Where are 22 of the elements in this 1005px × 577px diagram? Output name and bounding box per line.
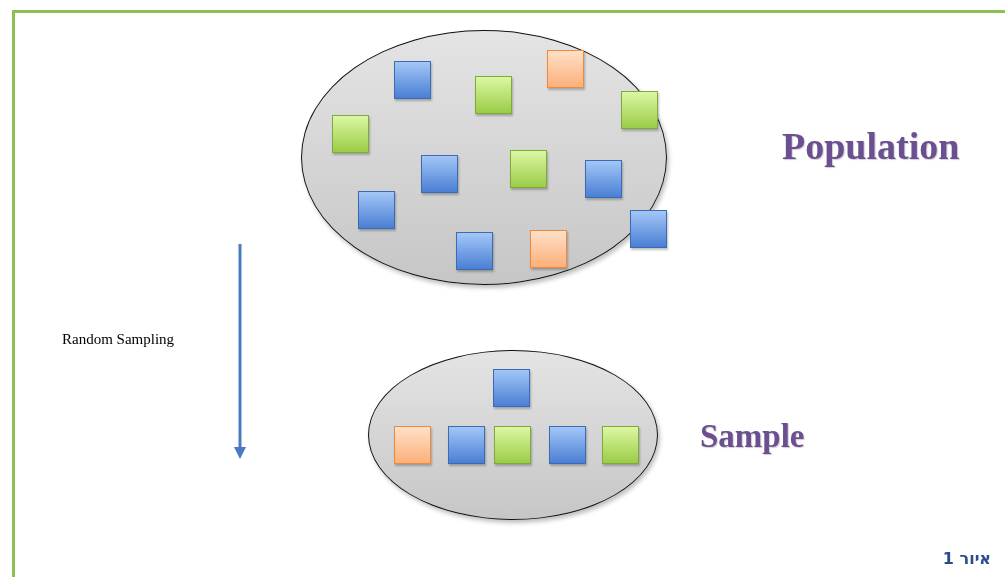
square-item <box>494 426 531 464</box>
square-item <box>493 369 530 407</box>
square-item <box>547 50 584 88</box>
square-item <box>621 91 658 129</box>
square-item <box>585 160 622 198</box>
square-item <box>530 230 567 268</box>
figure-number: איור 1 <box>942 549 991 568</box>
square-item <box>394 426 431 464</box>
square-item <box>549 426 586 464</box>
square-item <box>332 115 369 153</box>
set-name-label: Population <box>782 124 960 168</box>
square-item <box>448 426 485 464</box>
square-item <box>421 155 458 193</box>
square-item <box>630 210 667 248</box>
square-item <box>394 61 431 99</box>
square-item <box>475 76 512 114</box>
square-item <box>358 191 395 229</box>
set-name-label: Sample <box>700 418 805 455</box>
square-item <box>510 150 547 188</box>
square-item <box>602 426 639 464</box>
process-label: Random Sampling <box>62 331 175 348</box>
square-item <box>456 232 493 270</box>
